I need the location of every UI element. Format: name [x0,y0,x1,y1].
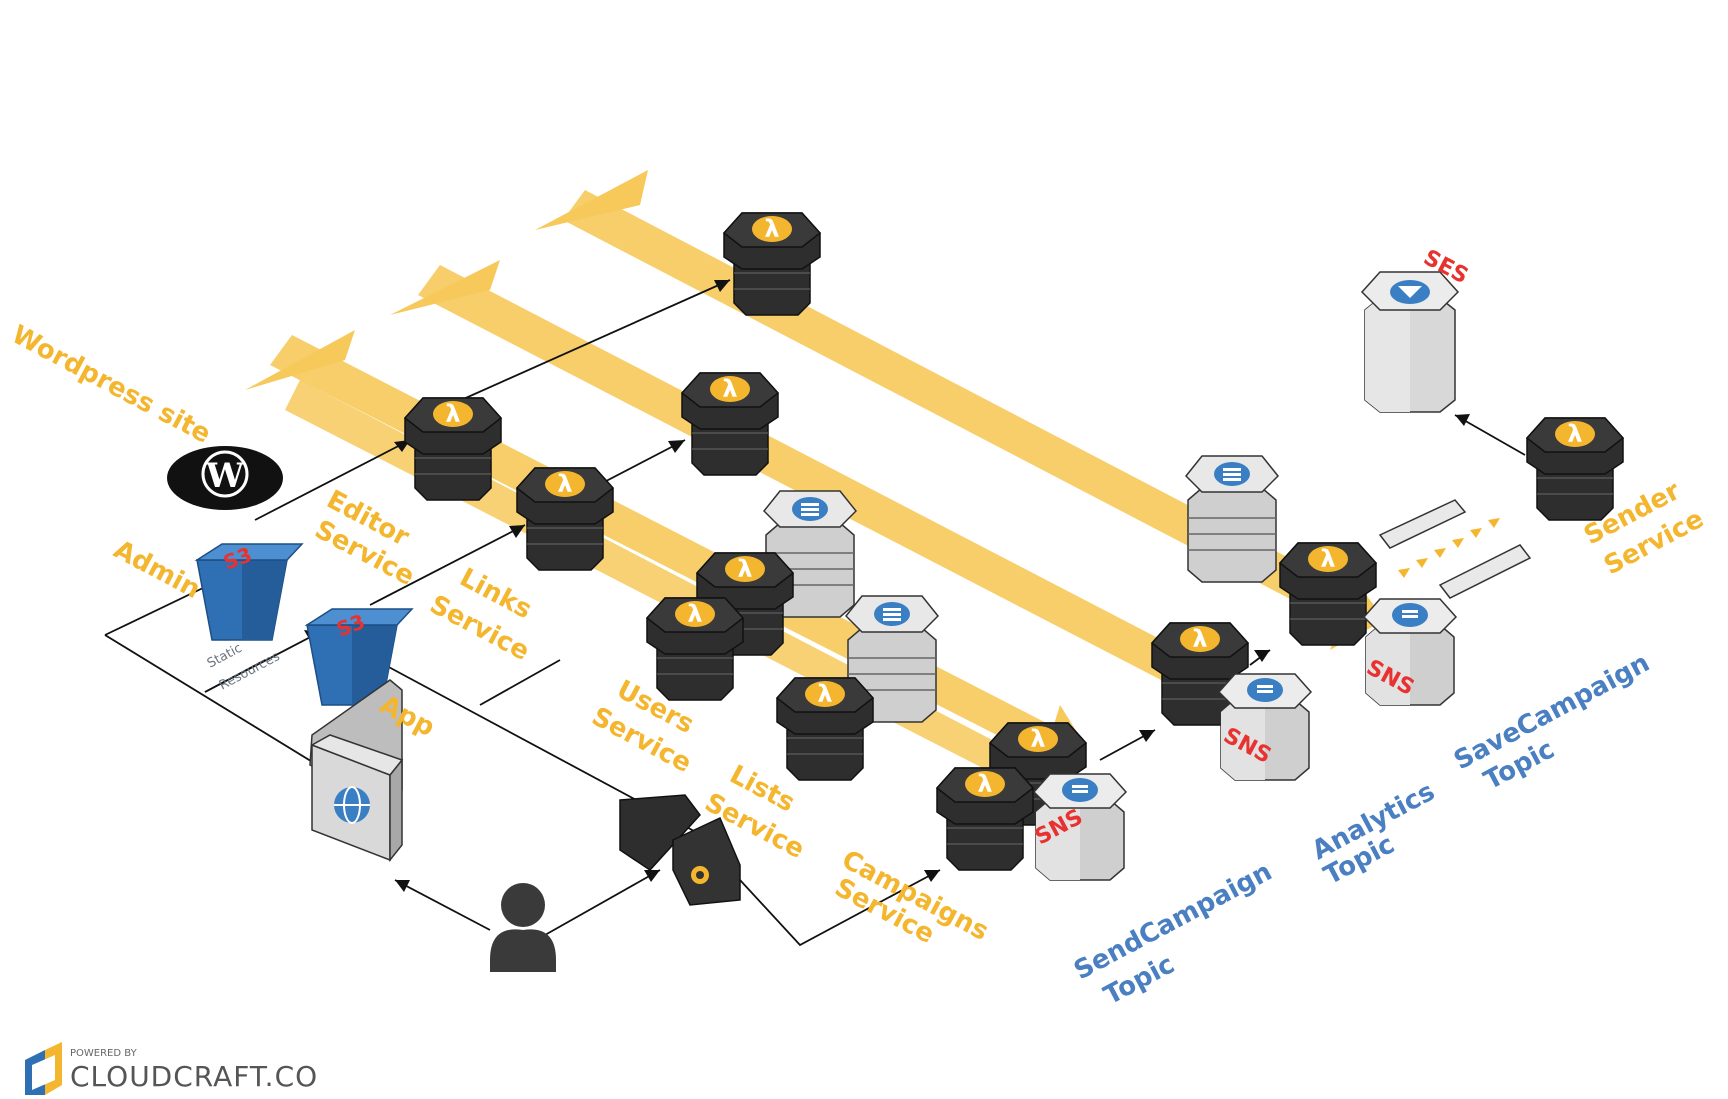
svg-text:Static: Static [205,641,245,672]
wordpress-label: Wordpress site [7,320,216,450]
links-service-label: Links Service [425,563,537,667]
svg-text:POWERED BY: POWERED BY [70,1048,138,1059]
admin-label: Admin [109,535,205,605]
analytics-topic-label: Analytics Topic [1307,777,1440,892]
lambda-icon [404,397,502,501]
s3-icon: S3 [306,608,413,706]
lambda-icon [681,372,779,476]
lambda-icon [646,597,744,701]
user-icon [490,883,556,972]
cloudfront-icon [309,679,404,863]
dynamodb-icon [1185,455,1279,583]
queue-icon [1378,499,1532,599]
cloudcraft-logo: POWERED BY CLOUDCRAFT.CO [25,1042,318,1095]
editor-service-label: Editor Service [310,485,420,592]
svg-text:W: W [205,456,245,496]
lambda-icon [723,212,821,316]
lambda-icon [1526,417,1624,521]
api-gateway-icon [619,794,741,906]
lambda-icon [1279,542,1377,646]
svg-text:CLOUDCRAFT.CO: CLOUDCRAFT.CO [70,1060,318,1093]
cloudcraft-logo-icon [25,1042,62,1095]
lambda-icon [936,767,1034,871]
connectors [104,279,1526,947]
lambda-icon [516,467,614,571]
save-campaign-topic-label: SaveCampaign Topic [1449,648,1654,796]
s3-icon: S3 [196,542,303,641]
ses-icon [1360,271,1460,413]
wordpress-icon: W [167,446,283,510]
lambda-icon [776,677,874,781]
